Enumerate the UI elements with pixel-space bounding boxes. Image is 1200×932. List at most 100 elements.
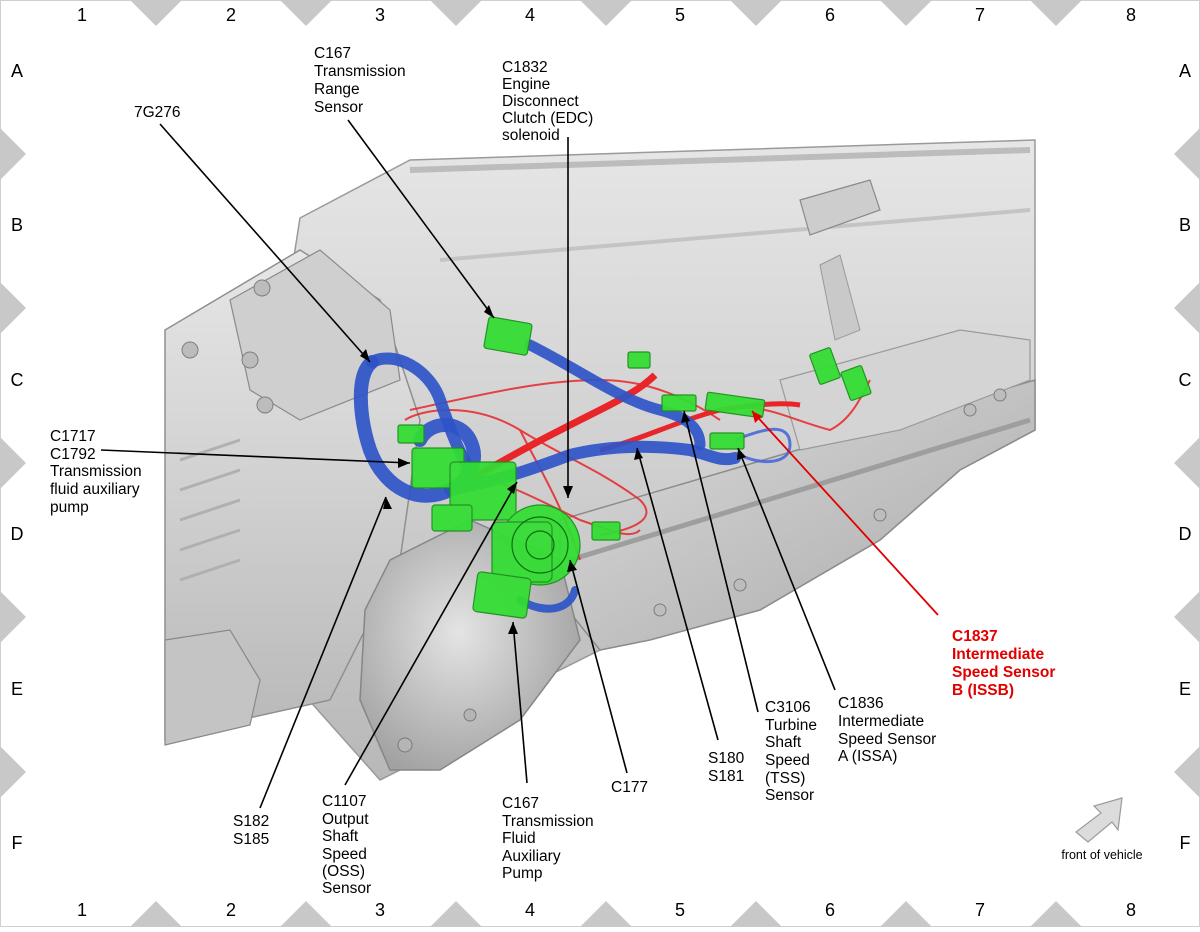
border-marker-top-5 xyxy=(730,0,782,26)
leader-lines xyxy=(100,119,836,809)
border-marker-left-5 xyxy=(0,746,26,798)
grid-row-labels-right: A B C D E F xyxy=(1179,61,1192,853)
grid-row-left-b: B xyxy=(11,215,23,235)
leader-c1717 xyxy=(100,449,411,464)
callout-c167-pump: C167 Transmission Fluid Auxiliary Pump xyxy=(502,795,598,882)
callout-s182-s185: S182 S185 xyxy=(233,813,274,848)
grid-column-labels-bottom: 1 2 3 4 5 6 7 8 xyxy=(77,900,1136,920)
front-of-vehicle-label: front of vehicle xyxy=(1061,848,1142,862)
border-marker-top-6 xyxy=(880,0,932,26)
red-main-trunk xyxy=(468,372,658,484)
grid-row-left-f: F xyxy=(12,833,23,853)
connector-right-lower xyxy=(840,365,872,401)
border-marker-top-3 xyxy=(430,0,482,26)
flange-bolt-1 xyxy=(253,279,271,297)
callout-labels: C167 Transmission Range Sensor C1832 Eng… xyxy=(50,45,936,897)
grid-row-right-e: E xyxy=(1179,679,1191,699)
grid-col-bottom-3: 3 xyxy=(375,900,385,920)
grid-col-top-1: 1 xyxy=(77,5,87,25)
connector-c1837 xyxy=(704,391,766,419)
grid-col-bottom-1: 1 xyxy=(77,900,87,920)
grid-col-top-4: 4 xyxy=(525,5,535,25)
border-marker-bottom-7 xyxy=(1030,901,1082,932)
flange-bolt-4 xyxy=(256,396,274,414)
border-marker-bottom-4 xyxy=(580,901,632,932)
grid-col-top-2: 2 xyxy=(226,5,236,25)
connector-c1836 xyxy=(709,432,745,450)
leader-s180 xyxy=(636,447,719,741)
connector-small-right xyxy=(591,521,621,541)
grid-col-top-5: 5 xyxy=(675,5,685,25)
pan-bolts xyxy=(653,388,1007,617)
grid-col-bottom-6: 6 xyxy=(825,900,835,920)
pan-flange xyxy=(569,417,1031,563)
leader-c1837 xyxy=(751,410,939,616)
wiring-harness xyxy=(353,316,872,619)
border-marker-bottom-1 xyxy=(130,901,182,932)
leader-c1837-arrowhead xyxy=(752,411,762,423)
case-rib-top xyxy=(409,147,1031,173)
leader-arrowheads xyxy=(360,305,746,634)
connector-c1717 xyxy=(397,424,425,444)
leader-c167-pump xyxy=(512,621,528,784)
callout-c1107-oss: C1107 Output Shaft Speed (OSS) Sensor xyxy=(322,793,373,897)
blue-right-loop xyxy=(734,427,792,464)
grid-col-top-6: 6 xyxy=(825,5,835,25)
grid-row-right-a: A xyxy=(1179,61,1191,81)
callout-c1832-edc: C1832 Engine Disconnect Clutch (EDC) sol… xyxy=(502,59,598,144)
case-fins xyxy=(179,438,241,582)
connector-c3106 xyxy=(661,394,697,412)
border-marker-top-1 xyxy=(130,0,182,26)
grid-row-right-b: B xyxy=(1179,215,1191,235)
grid-row-left-a: A xyxy=(11,61,23,81)
border-marker-top-7 xyxy=(1030,0,1082,26)
border-marker-right-1 xyxy=(1174,128,1200,180)
border-marker-right-4 xyxy=(1174,591,1200,643)
grid-row-left-d: D xyxy=(11,524,24,544)
grid-col-top-8: 8 xyxy=(1126,5,1136,25)
grid-row-labels-left: A B C D E F xyxy=(11,61,24,853)
flange-bolt-2 xyxy=(241,351,259,369)
grid-col-top-7: 7 xyxy=(975,5,985,25)
leader-c177 xyxy=(569,559,628,774)
transmission-illustration xyxy=(164,139,1036,781)
end-cover-boss xyxy=(463,708,477,722)
rear-mount xyxy=(164,629,261,746)
side-bracket xyxy=(799,179,881,236)
connector-pump xyxy=(472,571,532,619)
grid-col-bottom-8: 8 xyxy=(1126,900,1136,920)
grid-col-bottom-5: 5 xyxy=(675,900,685,920)
leader-s182 xyxy=(259,496,387,809)
callout-7g276: 7G276 xyxy=(134,104,181,121)
connector-c1107 xyxy=(431,504,473,532)
grid-row-left-e: E xyxy=(11,679,23,699)
leader-c1836 xyxy=(737,447,836,691)
callout-c177: C177 xyxy=(611,779,648,796)
callout-c167-trs: C167 Transmission Range Sensor xyxy=(314,45,410,116)
border-marker-bottom-5 xyxy=(730,901,782,932)
border-marker-top-4 xyxy=(580,0,632,26)
border-marker-bottom-3 xyxy=(430,901,482,932)
border-marker-bottom-6 xyxy=(880,901,932,932)
connector-c167-trs xyxy=(483,316,533,356)
callout-c1837-issb: C1837 Intermediate Speed Sensor B (ISSB) xyxy=(952,628,1060,699)
grid-col-bottom-2: 2 xyxy=(226,900,236,920)
leader-c167-trs xyxy=(347,119,495,319)
case-rib-mid xyxy=(439,208,1031,262)
blue-upper-run xyxy=(524,339,706,451)
border-marker-right-2 xyxy=(1174,282,1200,334)
callout-s180-s181: S180 S181 xyxy=(708,750,749,785)
callout-c3106-tss: C3106 Turbine Shaft Speed (TSS) Sensor xyxy=(765,699,821,804)
connector-right-upper xyxy=(809,347,841,385)
border-marker-bottom-2 xyxy=(280,901,332,932)
flange-bolt-3 xyxy=(181,341,199,359)
border-marker-top-2 xyxy=(280,0,332,26)
front-arrow-icon xyxy=(1075,797,1123,843)
end-cover-bolt xyxy=(397,737,413,753)
connector-details xyxy=(511,516,569,574)
grid-col-bottom-4: 4 xyxy=(525,900,535,920)
leader-c3106 xyxy=(683,410,759,713)
